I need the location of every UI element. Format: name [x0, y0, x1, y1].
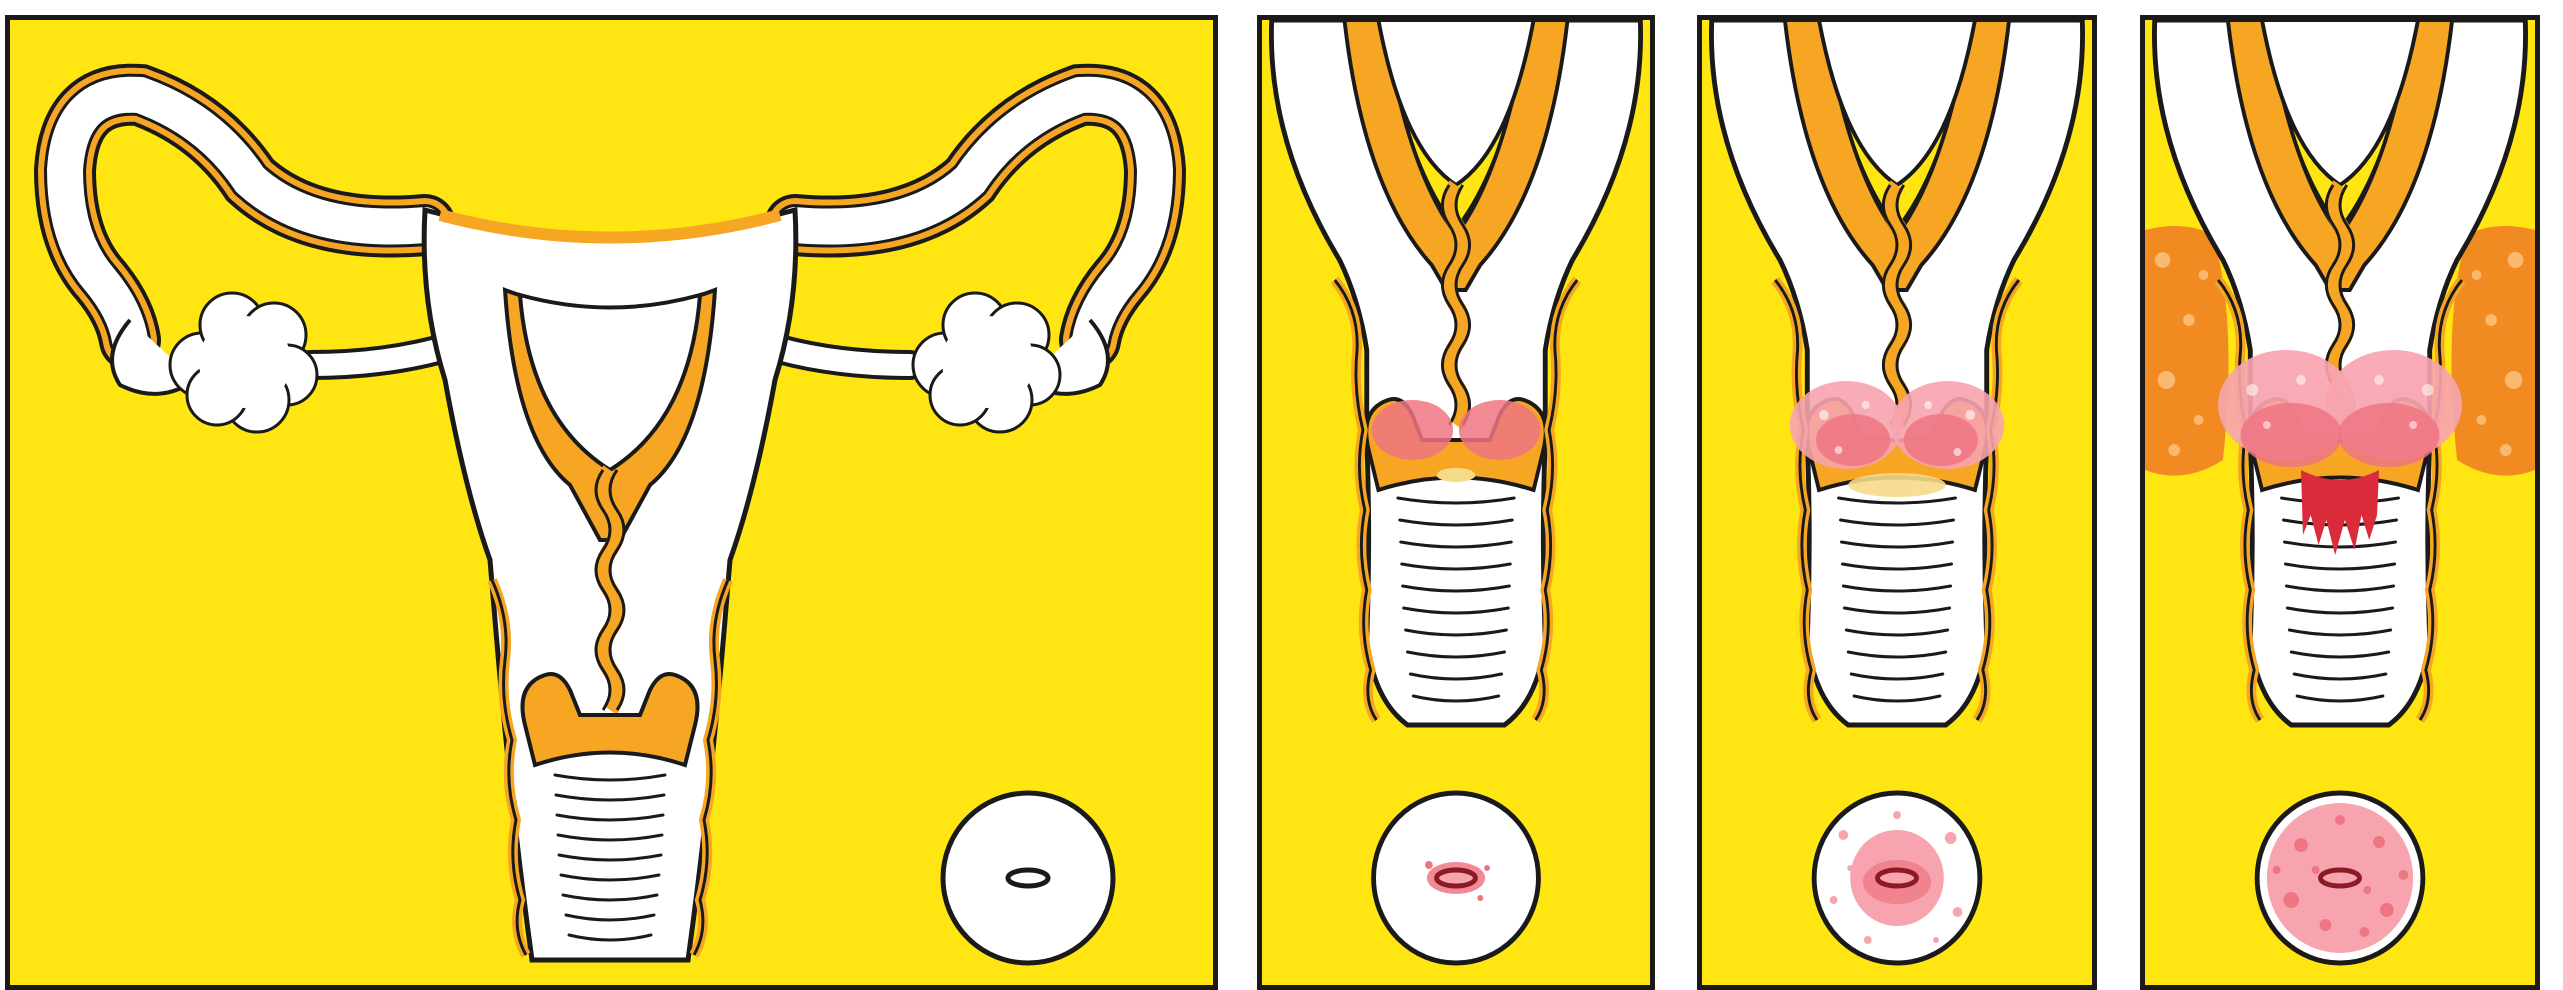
panel-advanced-stage	[2140, 15, 2540, 990]
cervix-os-icon	[2321, 870, 2360, 886]
ovarian-ligament-left	[310, 345, 455, 365]
uterus-body	[424, 210, 796, 960]
cervix-view-advanced	[2257, 793, 2423, 963]
cervix-os-icon	[1008, 870, 1048, 886]
panel-moderate-stage	[1697, 15, 2097, 990]
cervix-cross-section-icon	[1262, 20, 1650, 985]
cervix-view-early	[1374, 793, 1539, 963]
cervix-os-icon	[1437, 870, 1476, 886]
cervix-os-icon	[1878, 870, 1917, 886]
ovary-left	[170, 293, 317, 432]
cervix-cross-section-icon	[1702, 20, 2092, 985]
ovary-right	[913, 293, 1060, 432]
cervix-view-moderate	[1814, 793, 1980, 963]
cervix-view-normal	[943, 793, 1113, 963]
ovarian-ligament-right	[765, 345, 910, 365]
cervix-cross-section-icon	[2145, 20, 2535, 985]
panel-normal-anatomy	[5, 15, 1218, 990]
panel-early-stage	[1257, 15, 1655, 990]
uterus-icon	[10, 20, 1213, 985]
